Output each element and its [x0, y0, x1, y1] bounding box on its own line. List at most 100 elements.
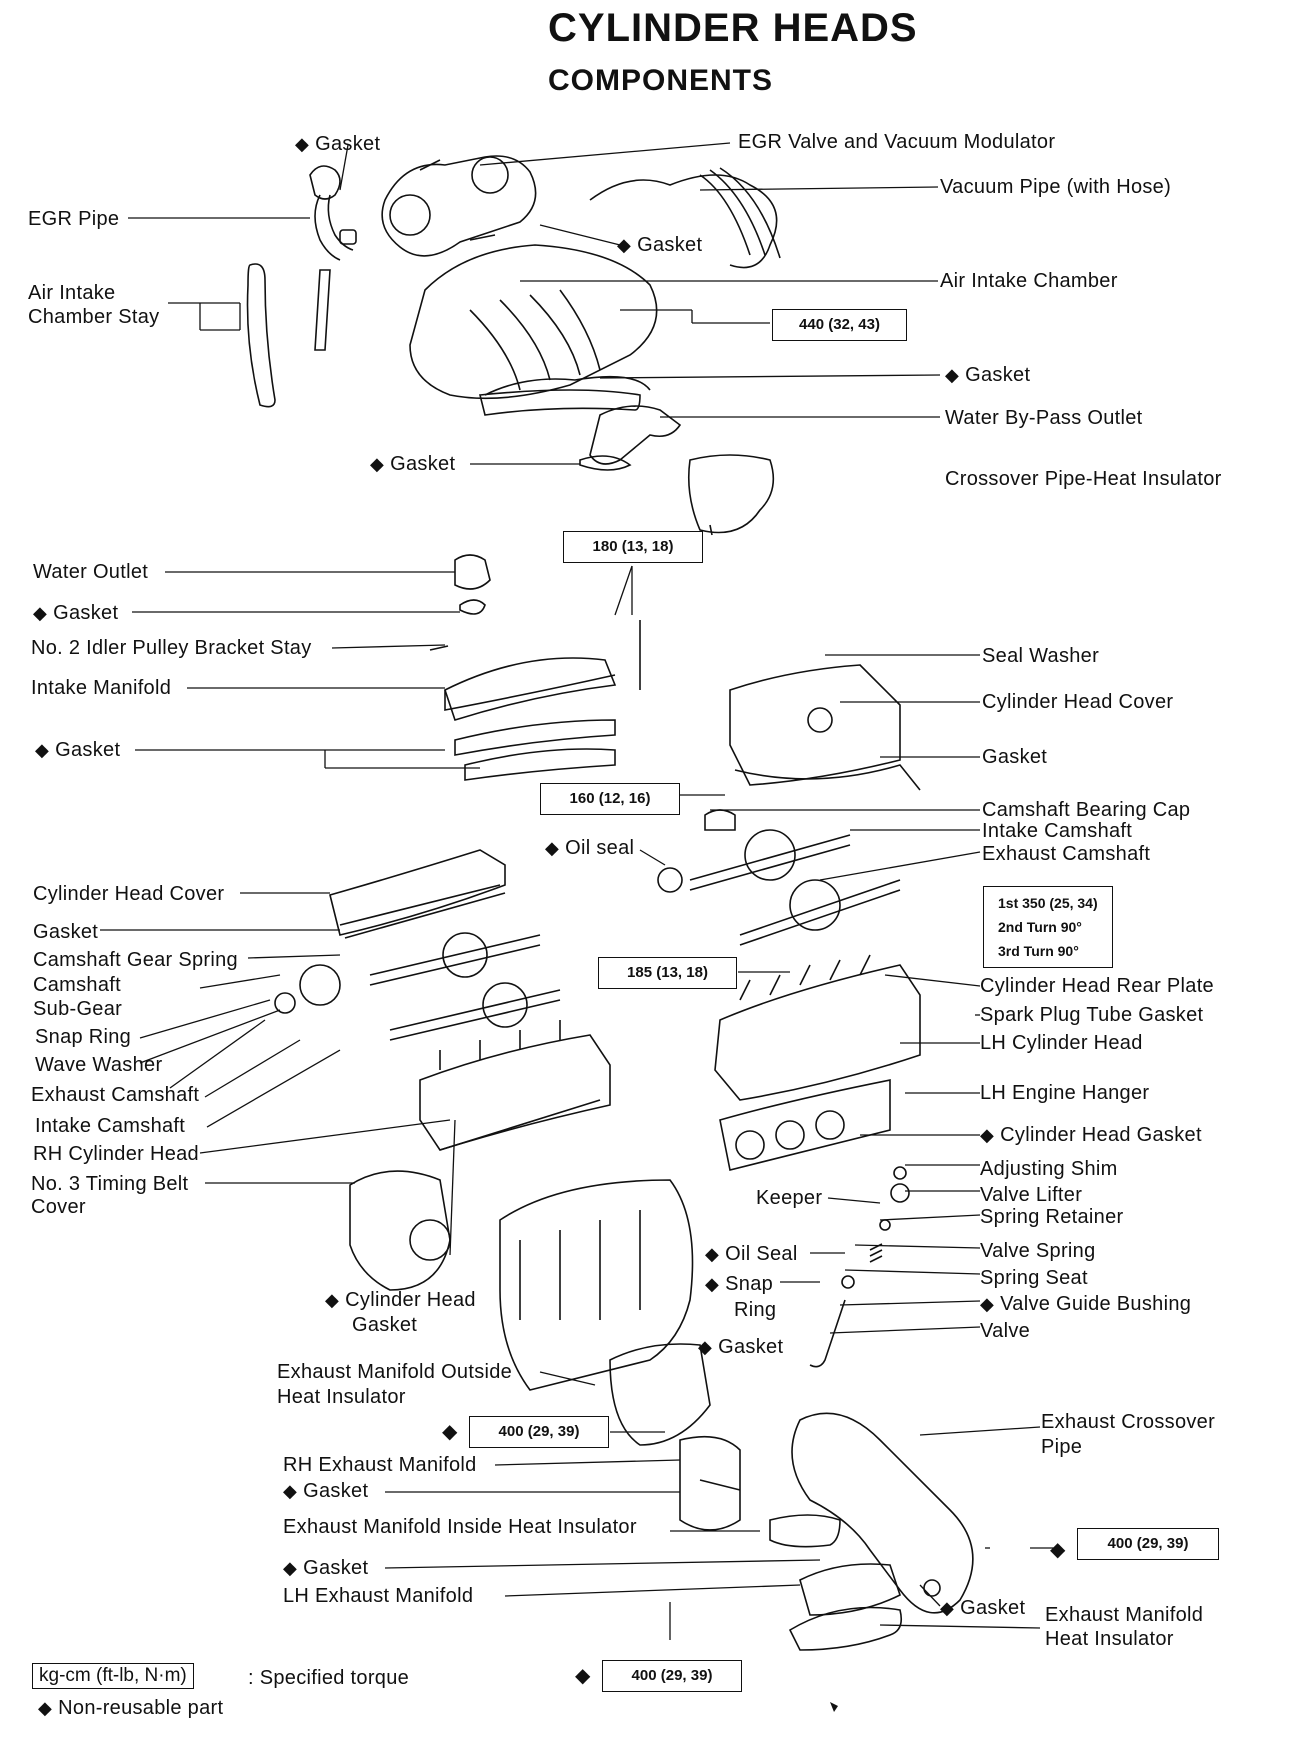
rh-cylinder-head-sketch	[419, 1020, 611, 1151]
lh-exhaust-manifold-sketch	[799, 1563, 901, 1616]
diamond-icon: ◆	[705, 1274, 720, 1294]
label-gasket-cover-lh: Gasket	[982, 746, 1048, 768]
diamond-icon: ◆	[945, 365, 960, 385]
label-gasket-manifold: ◆Gasket	[35, 739, 121, 761]
label-timing-cover-1: No. 3 Timing Belt	[31, 1173, 189, 1195]
label-exhaust-cam-rh: Exhaust Camshaft	[31, 1084, 200, 1106]
label-snap-1: ◆Snap	[705, 1273, 774, 1295]
air-intake-stay-sketch	[246, 263, 331, 408]
diamond-icon: ◆	[370, 454, 385, 474]
label-gasket-rh-exh: ◆Gasket	[283, 1480, 369, 1502]
diamond-400-b: ◆	[1050, 1539, 1066, 1561]
label-spark-gasket: Spark Plug Tube Gasket	[980, 1004, 1204, 1026]
small-mark	[830, 1702, 838, 1712]
torque-box-400-c: 400 (29, 39)	[602, 1660, 742, 1692]
torque-box-160: 160 (12, 16)	[540, 783, 680, 815]
label-exhaust-cam-lh: Exhaust Camshaft	[982, 843, 1151, 865]
diamond-icon: ◆	[295, 134, 310, 154]
label-exh-crossover-2: Pipe	[1041, 1436, 1083, 1458]
torque-step-3: 3rd Turn 90°	[998, 943, 1079, 959]
label-lh-exh-manifold: LH Exhaust Manifold	[283, 1585, 474, 1607]
air-intake-chamber-sketch	[409, 244, 658, 416]
rh-head-cover-sketch	[329, 849, 506, 939]
vacuum-pipe-sketch	[589, 167, 781, 269]
label-intake-cam-rh: Intake Camshaft	[35, 1115, 186, 1137]
label-gasket-cover-rh: Gasket	[33, 921, 99, 943]
label-lh-hanger: LH Engine Hanger	[980, 1082, 1150, 1104]
torque-box-185: 185 (13, 18)	[598, 957, 737, 989]
torque-box-180: 180 (13, 18)	[563, 531, 703, 563]
label-snap-2: Ring	[734, 1299, 777, 1321]
label-rh-exh-manifold: RH Exhaust Manifold	[283, 1454, 477, 1476]
label-exh-inside: Exhaust Manifold Inside Heat Insulator	[283, 1516, 637, 1538]
label-gasket-egr: ◆Gasket	[617, 234, 703, 256]
exhaust-inside-insulator-sketch	[769, 1514, 841, 1548]
label-valve-spring: Valve Spring	[980, 1240, 1096, 1262]
label-gasket-top: ◆Gasket	[295, 133, 381, 155]
label-snap-ring: Snap Ring	[35, 1026, 132, 1048]
rh-exhaust-manifold-sketch	[679, 1435, 741, 1531]
diamond-400-c: ◆	[575, 1665, 591, 1687]
water-outlet-sketch	[429, 554, 491, 651]
label-rh-cyl-head: RH Cylinder Head	[33, 1143, 199, 1165]
label-camshaft-1: Camshaft	[33, 974, 121, 996]
label-oil-seal-valve: ◆Oil Seal	[705, 1243, 798, 1265]
label-exh-insulator-1: Exhaust Manifold	[1045, 1604, 1204, 1626]
label-exh-crossover-1: Exhaust Crossover	[1041, 1411, 1216, 1433]
label-spring-retainer: Spring Retainer	[980, 1206, 1124, 1228]
water-bypass-sketch	[579, 405, 682, 471]
lh-cylinder-head-sketch	[714, 954, 921, 1171]
label-crossover-insulator: Crossover Pipe-Heat Insulator	[945, 468, 1222, 490]
legend-unit-box: kg-cm (ft-lb, N·m)	[32, 1663, 194, 1689]
diamond-icon: ◆	[283, 1481, 298, 1501]
label-spring-seat: Spring Seat	[980, 1267, 1088, 1289]
exhaust-outside-insulator-sketch	[609, 1343, 711, 1446]
timing-cover-sketch	[349, 1170, 451, 1291]
label-vacuum-pipe: Vacuum Pipe (with Hose)	[940, 176, 1172, 198]
label-gasket-chamber: ◆Gasket	[945, 364, 1031, 386]
legend-unit-desc: : Specified torque	[248, 1667, 410, 1689]
label-cyl-head-cover-lh: Cylinder Head Cover	[982, 691, 1174, 713]
lh-head-cover-sketch	[729, 664, 921, 791]
engine-block-sketch	[499, 1179, 694, 1391]
valve-parts-sketch	[809, 1166, 910, 1368]
leader-lines	[100, 142, 1060, 1640]
torque-step-1: 1st 350 (25, 34)	[998, 895, 1098, 911]
label-cyl-head-gasket-rh-2: Gasket	[352, 1314, 418, 1336]
label-gasket-crossover: ◆Gasket	[940, 1597, 1026, 1619]
exhaust-crossover-sketch	[791, 1412, 974, 1614]
rh-camshaft-sketch	[274, 932, 561, 1041]
label-egr-valve: EGR Valve and Vacuum Modulator	[738, 131, 1056, 153]
label-cyl-head-gasket-rh-1: ◆Cylinder Head	[325, 1289, 476, 1311]
diamond-icon: ◆	[980, 1294, 995, 1314]
label-idler-stay: No. 2 Idler Pulley Bracket Stay	[31, 637, 312, 659]
label-keeper: Keeper	[756, 1187, 823, 1209]
diamond-icon: ◆	[325, 1290, 340, 1310]
diamond-icon: ◆	[705, 1244, 720, 1264]
label-air-intake-stay-2: Chamber Stay	[28, 306, 160, 328]
label-water-bypass: Water By-Pass Outlet	[945, 407, 1143, 429]
diamond-icon: ◆	[545, 838, 560, 858]
label-wave-washer: Wave Washer	[35, 1054, 163, 1076]
torque-box-400-a: 400 (29, 39)	[469, 1416, 609, 1448]
label-exh-outside-1: Exhaust Manifold Outside	[277, 1361, 513, 1383]
label-cam-bearing-cap: Camshaft Bearing Cap	[982, 799, 1191, 821]
label-water-outlet: Water Outlet	[33, 561, 149, 583]
label-egr-pipe: EGR Pipe	[28, 208, 120, 230]
diamond-icon: ◆	[617, 235, 632, 255]
egr-valve-sketch	[381, 155, 537, 257]
label-exh-insulator-2: Heat Insulator	[1045, 1628, 1174, 1650]
diamond-icon: ◆	[33, 603, 48, 623]
label-valve-guide: ◆Valve Guide Bushing	[980, 1293, 1192, 1315]
label-rear-plate: Cylinder Head Rear Plate	[980, 975, 1214, 997]
legend-nonreusable: ◆Non-reusable part	[38, 1697, 224, 1719]
label-camshaft-2: Sub-Gear	[33, 998, 123, 1020]
diamond-400-a: ◆	[442, 1421, 458, 1443]
label-gasket-lh-exh: ◆Gasket	[283, 1557, 369, 1579]
label-gasket-bypass: ◆Gasket	[370, 453, 456, 475]
torque-box-head-bolts: 1st 350 (25, 34) 2nd Turn 90° 3rd Turn 9…	[983, 886, 1113, 968]
exhaust-heat-insulator-sketch	[788, 1606, 903, 1651]
label-cyl-head-cover-rh: Cylinder Head Cover	[33, 883, 225, 905]
